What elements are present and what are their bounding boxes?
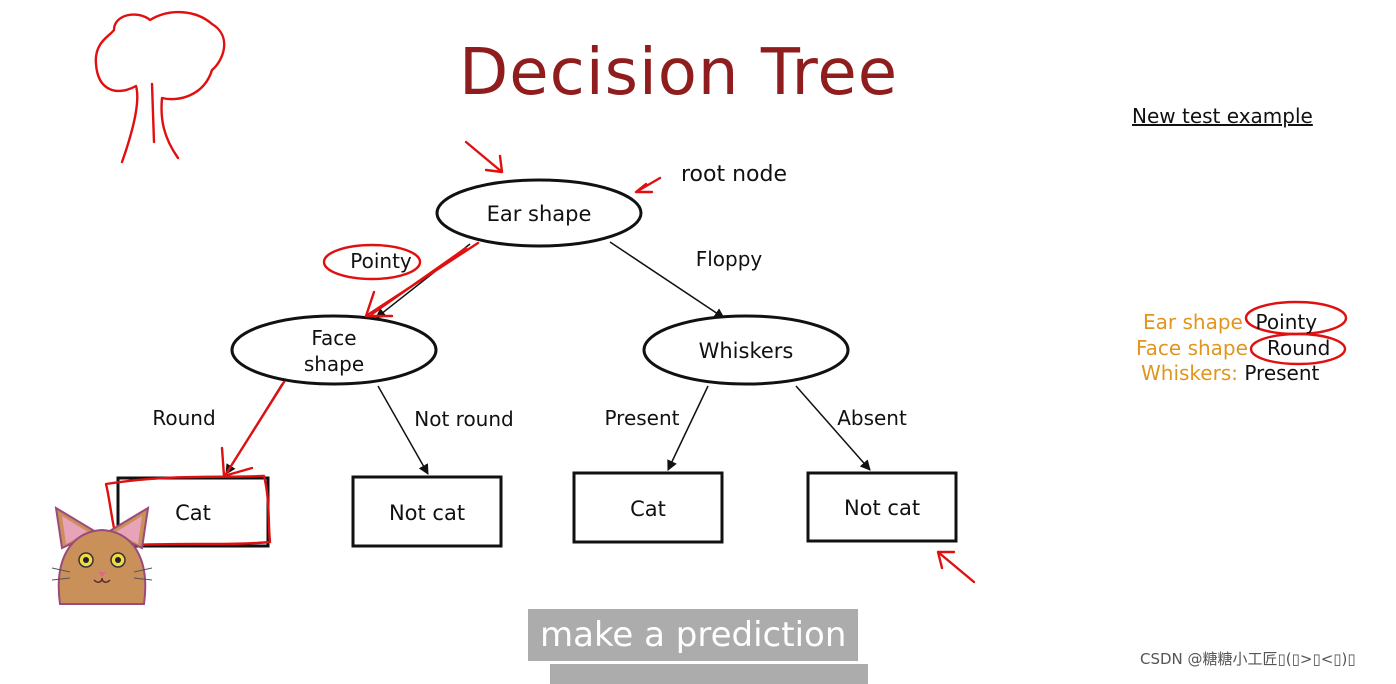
feature-key: Whiskers: xyxy=(1141,361,1238,385)
edge-root-right xyxy=(609,241,725,319)
leaf-notcat-1 xyxy=(351,475,503,548)
face-shape-label-line2: shape xyxy=(304,352,364,376)
feature-value: Pointy xyxy=(1255,310,1318,334)
video-subtitle-second-line xyxy=(550,664,868,684)
face-shape-node xyxy=(230,314,438,386)
branch-present: Present xyxy=(604,406,679,430)
face-shape-label-line1: Face xyxy=(311,326,356,350)
pointy-circle-mark xyxy=(322,243,422,281)
feature-key: Face shape xyxy=(1136,336,1248,360)
arrow-to-root-icon xyxy=(464,140,504,174)
feature-row-whiskers: Whiskers: Present xyxy=(1141,361,1319,385)
branch-absent: Absent xyxy=(837,406,907,430)
arrow-bottom-right-icon xyxy=(936,550,976,584)
feature-value: Present xyxy=(1244,361,1320,385)
branch-not-round: Not round xyxy=(414,407,513,431)
edge-whiskers-absent xyxy=(795,385,871,471)
leaf-cat-2 xyxy=(572,471,724,544)
round-value-circle xyxy=(1249,332,1347,366)
edge-face-notround xyxy=(377,385,429,475)
tree-doodle-icon xyxy=(94,10,226,164)
leaf-cat-1-label: Cat xyxy=(175,501,211,525)
leaf-cat-2-label: Cat xyxy=(630,497,666,521)
edge-whiskers-present xyxy=(667,385,709,471)
leaf-notcat-1-label: Not cat xyxy=(389,501,465,525)
whiskers-label: Whiskers xyxy=(699,339,794,363)
branch-floppy: Floppy xyxy=(696,247,763,271)
feature-row-face-shape: Face shape Round xyxy=(1136,336,1330,360)
arrow-to-root-label-icon xyxy=(634,176,662,194)
cat-face-icon xyxy=(51,506,153,605)
branch-pointy: Pointy xyxy=(350,249,412,273)
test-example-heading: New test example xyxy=(1132,104,1313,128)
slide-title: Decision Tree xyxy=(459,36,899,110)
root-node xyxy=(435,178,643,248)
path-highlight-round xyxy=(220,380,286,478)
leaf-notcat-2 xyxy=(806,471,958,543)
feature-key: Ear shape xyxy=(1143,310,1243,334)
feature-value: Round xyxy=(1267,336,1331,360)
csdn-watermark: CSDN @糖糖小工匠▯(▯>▯<▯)▯ xyxy=(1140,650,1356,668)
video-subtitle: make a prediction xyxy=(528,609,859,661)
root-node-label: Ear shape xyxy=(487,202,592,226)
root-node-annotation: root node xyxy=(681,162,787,187)
whiskers-node xyxy=(642,314,850,386)
leaf-notcat-2-label: Not cat xyxy=(844,496,920,520)
branch-round: Round xyxy=(152,406,215,430)
feature-row-ear-shape: Ear shape Pointy xyxy=(1143,310,1317,334)
